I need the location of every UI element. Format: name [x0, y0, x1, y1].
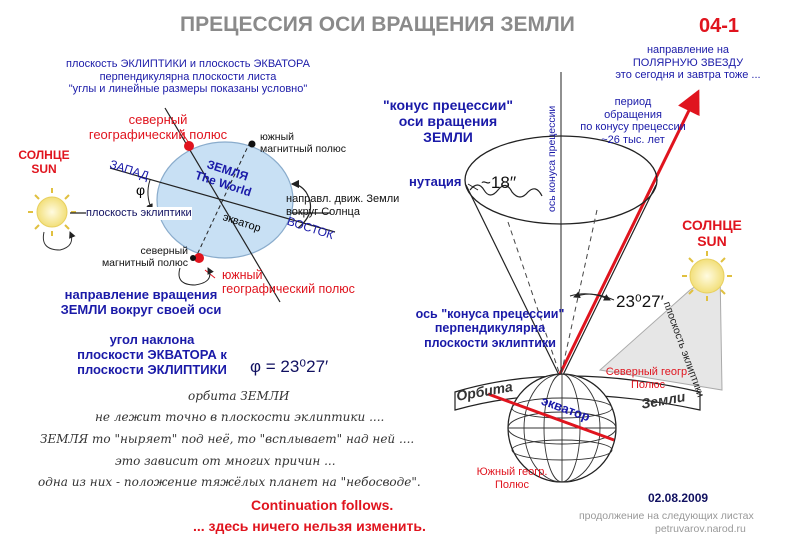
nutation-label: нутация	[409, 174, 462, 189]
cone-axis-label: ось конуса прецессии	[546, 105, 558, 212]
axis-perpendicular-line-1: ось "конуса прецессии"	[415, 307, 565, 321]
orbit-motion-line-2: вокруг Солнца	[286, 205, 360, 218]
cone-line-1: "конус прецессии"	[382, 97, 513, 113]
no-change-text: ... здесь ничего нельзя изменить.	[193, 518, 426, 534]
polaris-label: направление на ПОЛЯРНУЮ ЗВЕЗДУ это сегод…	[598, 44, 778, 82]
left-sun-label: СОЛНЦЕ SUN	[14, 148, 74, 177]
intro-note: плоскость ЭКЛИПТИКИ и плоскость ЭКВАТОРА…	[38, 58, 338, 96]
left-sun-en: SUN	[31, 161, 57, 176]
south-geo-pole-line-1: южный	[222, 268, 263, 282]
axis-perpendicular-line-2: перпендикулярна	[434, 321, 546, 336]
precession-cone-rim	[464, 135, 658, 225]
rotation-direction-line-2: ЗЕМЛИ вокруг своей оси	[60, 301, 222, 317]
left-globe	[109, 107, 336, 303]
right-sun-icon	[682, 251, 732, 301]
rotation-arrow	[178, 267, 214, 286]
tilt-angle-label: угол наклона плоскости ЭКВАТОРА к плоско…	[52, 332, 252, 378]
polaris-arrow	[556, 89, 700, 379]
south-pole-right-line-2: Полюс	[495, 478, 529, 491]
period-line-1: период	[614, 96, 652, 108]
nutation-angle: ~18′′	[481, 173, 517, 192]
north-pole-right-label: Северный геогр. Полюс	[593, 366, 703, 391]
handwritten-line-5: одна из них - положение тяжёлых планет н…	[38, 475, 421, 489]
tilt-angle-value: φ = 23⁰27′	[250, 357, 329, 376]
cone-line-2: оси вращения	[398, 113, 498, 130]
orbit-motion-line-1: направл. движ. Земли	[286, 193, 400, 205]
north-geo-pole-line-1: северный	[128, 112, 188, 127]
north-mag-pole-label: северный магнитный полюс	[70, 245, 188, 269]
axis-perpendicular-label: ось "конуса прецессии" перпендикулярна п…	[400, 307, 580, 350]
intro-line-1: плоскость ЭКЛИПТИКИ и плоскость ЭКВАТОРА	[65, 58, 310, 70]
south-geo-pole-label: южный географический полюс	[222, 268, 355, 297]
axis-perpendicular-line-3: плоскости эклиптики	[424, 335, 556, 350]
right-sun-ru: СОЛНЦЕ	[682, 217, 742, 233]
south-pole-right-label: Южный геогр. Полюс	[462, 466, 562, 491]
precession-angle: 23⁰27′	[616, 292, 664, 311]
polaris-line-2: ПОЛЯРНУЮ ЗВЕЗДУ	[632, 56, 744, 69]
north-mag-pole-line-2: магнитный полюс	[101, 257, 188, 270]
next-sheets-text: продолжение на следующих листах	[579, 510, 754, 522]
south-mag-pole-line-2: магнитный полюс	[260, 143, 347, 156]
handwritten-line-2: не лежит точно в плоскости эклиптики ...…	[95, 410, 385, 424]
north-geo-pole-line-2: географический полюс	[88, 126, 228, 142]
south-pole-right-line-1: Южный геогр.	[476, 466, 548, 478]
tilt-angle-line-1: угол наклона	[109, 332, 195, 347]
tilt-angle-line-2: плоскости ЭКВАТОРА к	[77, 346, 227, 362]
cone-label: "конус прецессии" оси вращения ЗЕМЛИ	[378, 97, 518, 145]
sheet-code: 04-1	[699, 15, 740, 37]
south-geo-pole-line-2: географический полюс	[222, 282, 355, 297]
tilt-angle-line-3: плоскости ЭКЛИПТИКИ	[77, 361, 227, 377]
polaris-line-3: это сегодня и завтра тоже ...	[615, 69, 761, 82]
handwritten-line-4: это зависит от многих причин ...	[115, 454, 336, 468]
continuation-text: Continuation follows.	[251, 497, 394, 513]
left-sun-ru: СОЛНЦЕ	[18, 148, 70, 162]
right-sun-label: СОЛНЦЕ SUN	[672, 217, 752, 249]
page-title: ПРЕЦЕССИЯ ОСИ ВРАЩЕНИЯ ЗЕМЛИ	[180, 13, 575, 36]
north-pole-right-line-2: Полюс	[631, 378, 665, 391]
intro-line-2: перпендикулярна плоскости листа	[99, 70, 277, 83]
period-line-2: обращения	[604, 108, 662, 121]
cone-line-3: ЗЕМЛИ	[423, 129, 473, 146]
nutation-wiggle	[469, 184, 543, 198]
orbit-motion-arrow	[290, 179, 312, 229]
date-text: 02.08.2009	[648, 491, 709, 505]
handwritten-line-1: орбита ЗЕМЛИ	[188, 389, 290, 403]
south-mag-pole-line-1: южный	[260, 131, 294, 143]
rotation-direction-line-1: направление вращения	[64, 287, 218, 302]
phi-label: φ	[136, 182, 146, 198]
polaris-line-1: направление на	[646, 44, 730, 56]
left-sun-icon	[28, 188, 76, 251]
intro-line-3: "углы и линейные размеры показаны условн…	[68, 83, 308, 96]
north-pole-right-line-1: Северный геогр.	[605, 366, 691, 378]
right-globe	[487, 373, 617, 483]
period-line-3: по конусу прецессии	[580, 121, 686, 134]
period-line-4: ~26 тыс. лет	[601, 133, 665, 146]
site-text: petruvarov.narod.ru	[655, 523, 746, 535]
orbit-motion-label: направл. движ. Земли вокруг Солнца	[286, 193, 399, 218]
north-mag-pole-line-1: северный	[140, 245, 188, 257]
left-ecliptic-label: плоскость эклиптики	[86, 207, 192, 220]
rotation-direction-label: направление вращения ЗЕМЛИ вокруг своей …	[36, 287, 246, 318]
north-geo-pole-label: северный географический полюс	[68, 112, 248, 143]
south-mag-pole-label: южный магнитный полюс	[260, 131, 346, 155]
right-sun-en: SUN	[697, 233, 727, 250]
handwritten-line-3: ЗЕМЛЯ то "ныряет" под неё, то "всплывает…	[40, 432, 415, 446]
period-label: период обращения по конусу прецессии ~26…	[568, 96, 698, 147]
